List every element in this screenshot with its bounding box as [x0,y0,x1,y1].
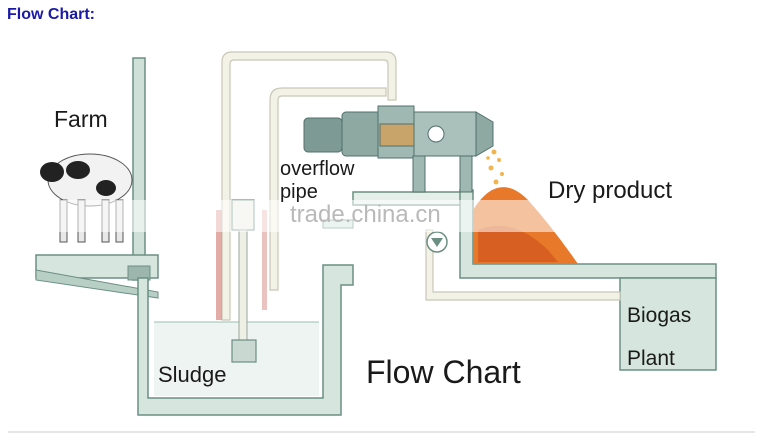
overflow-pipe [269,87,387,291]
red-pipe-right [262,210,267,310]
label-dry-product: Dry product [548,177,672,204]
feed-pipe [221,51,397,321]
product-platform [459,189,717,279]
floor-channel [35,269,159,299]
screen-cylinder [413,111,477,157]
machine-leg-right [459,155,473,193]
page-heading: Flow Chart: [7,6,95,23]
pump-shaft [238,229,248,341]
dry-product-shadow [478,225,558,262]
machine-leg-left [412,155,426,193]
diagram-caption: Flow Chart [366,354,521,390]
sludge-tank-wall [137,264,354,416]
red-pipe-left [216,210,222,320]
falling-solids [486,149,504,185]
label-pipe: pipe [280,181,318,203]
screw-shaft [379,123,417,147]
label-plant: Plant [627,347,675,370]
flow-chart-diagram: Farm overflow pipe Dry product Biogas Pl… [8,30,755,434]
barn-wall [132,57,146,281]
pump-motor [231,339,257,363]
watermark-band [8,200,755,232]
discharge-cone [475,111,494,157]
screw-press-separator [303,105,494,193]
label-sludge: Sludge [158,362,227,387]
label-biogas: Biogas [627,304,691,327]
pressure-gauge-icon [427,125,445,143]
diagram-frame: Farm overflow pipe Dry product Biogas Pl… [8,30,755,434]
biogas-plant-box [619,277,717,371]
gearbox [341,111,383,157]
valve-arrow-icon [431,238,443,247]
label-overflow: overflow [280,158,355,180]
motor-body [303,117,343,153]
label-farm: Farm [54,106,108,132]
watermark-text: trade.china.cn [290,201,441,228]
